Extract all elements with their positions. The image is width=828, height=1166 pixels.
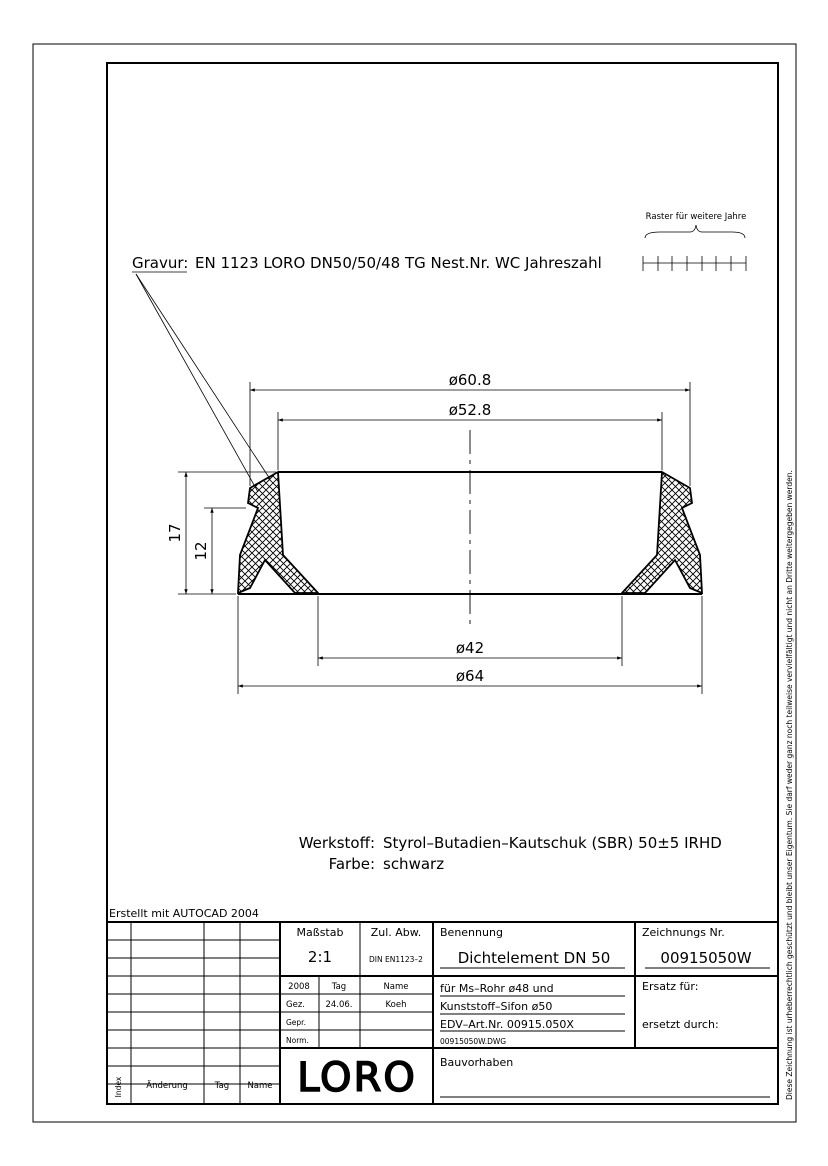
drawing-number-value: 00915050W xyxy=(660,949,751,967)
replaces-label: Ersatz für: xyxy=(642,980,698,993)
checked-label: Gepr. xyxy=(286,1018,306,1027)
sheet-outer-border xyxy=(32,43,797,1123)
loro-logo: LORO xyxy=(297,1055,417,1101)
created-with-note: Erstellt mit AUTOCAD 2004 xyxy=(109,907,259,920)
date-header: Tag xyxy=(331,982,346,992)
engraving-text: EN 1123 LORO DN50/50/48 TG Nest.Nr. WC J… xyxy=(195,254,602,272)
name-header: Name xyxy=(383,982,408,992)
scale-label: Maßstab xyxy=(297,926,344,939)
engraving-callout: Gravur: EN 1123 LORO DN50/50/48 TG Nest.… xyxy=(132,212,747,493)
drawing-frame xyxy=(106,62,779,1105)
scale-value: 2:1 xyxy=(308,948,332,966)
material-label: Werkstoff: xyxy=(299,834,375,852)
title-block xyxy=(107,921,778,1104)
drawn-by-label: Gez. xyxy=(286,1000,305,1010)
revision-change-header: Änderung xyxy=(146,1080,188,1091)
leader-line-2 xyxy=(135,273,271,480)
seal-cross-section xyxy=(237,430,703,625)
norm-label: Norm. xyxy=(286,1036,309,1045)
description-line-1: für Ms–Rohr ø48 und xyxy=(440,982,554,995)
dim-inner-top: ø52.8 xyxy=(449,401,492,419)
seal-section-left xyxy=(237,470,321,595)
copyright-note: Diese Zeichnung ist urheberrechtlich ges… xyxy=(785,470,794,1100)
material-value: Styrol–Butadien–Kautschuk (SBR) 50±5 IRH… xyxy=(383,834,722,852)
drawn-date: 24.06. xyxy=(325,1000,352,1010)
project-label: Bauvorhaben xyxy=(440,1056,513,1069)
dim-inner-bottom: ø42 xyxy=(456,639,484,657)
dim-outer-top: ø60.8 xyxy=(449,371,492,389)
seal-section-right xyxy=(619,470,703,595)
file-name: 00915050W.DWG xyxy=(440,1037,506,1046)
dim-outer-bottom: ø64 xyxy=(456,667,484,685)
tolerance-label: Zul. Abw. xyxy=(371,926,422,939)
dim-height-partial: 12 xyxy=(192,541,210,560)
color-label: Farbe: xyxy=(329,855,375,873)
designation-value: Dichtelement DN 50 xyxy=(458,949,611,967)
revision-index-header: Index xyxy=(114,1076,123,1097)
edv-article-number: EDV–Art.Nr. 00915.050X xyxy=(440,1018,574,1031)
revision-name-header: Name xyxy=(247,1081,272,1091)
color-value: schwarz xyxy=(383,855,444,873)
engraving-label: Gravur: xyxy=(132,254,188,272)
leader-line-1 xyxy=(135,273,259,493)
dimension-lines xyxy=(178,382,703,694)
year-cell: 2008 xyxy=(288,982,310,992)
revision-date-header: Tag xyxy=(214,1081,229,1091)
year-grid-caption: Raster für weitere Jahre xyxy=(646,212,747,222)
dim-height-total: 17 xyxy=(166,523,184,542)
tolerance-value: DIN EN1123–2 xyxy=(369,955,423,964)
designation-label: Benennung xyxy=(440,926,503,939)
replaced-by-label: ersetzt durch: xyxy=(642,1018,719,1031)
description-line-2: Kunststoff–Sifon ø50 xyxy=(440,1000,552,1013)
drawing-number-label: Zeichnungs Nr. xyxy=(642,926,725,939)
drawn-by-name: Koeh xyxy=(386,1000,407,1010)
year-grid xyxy=(642,224,747,271)
